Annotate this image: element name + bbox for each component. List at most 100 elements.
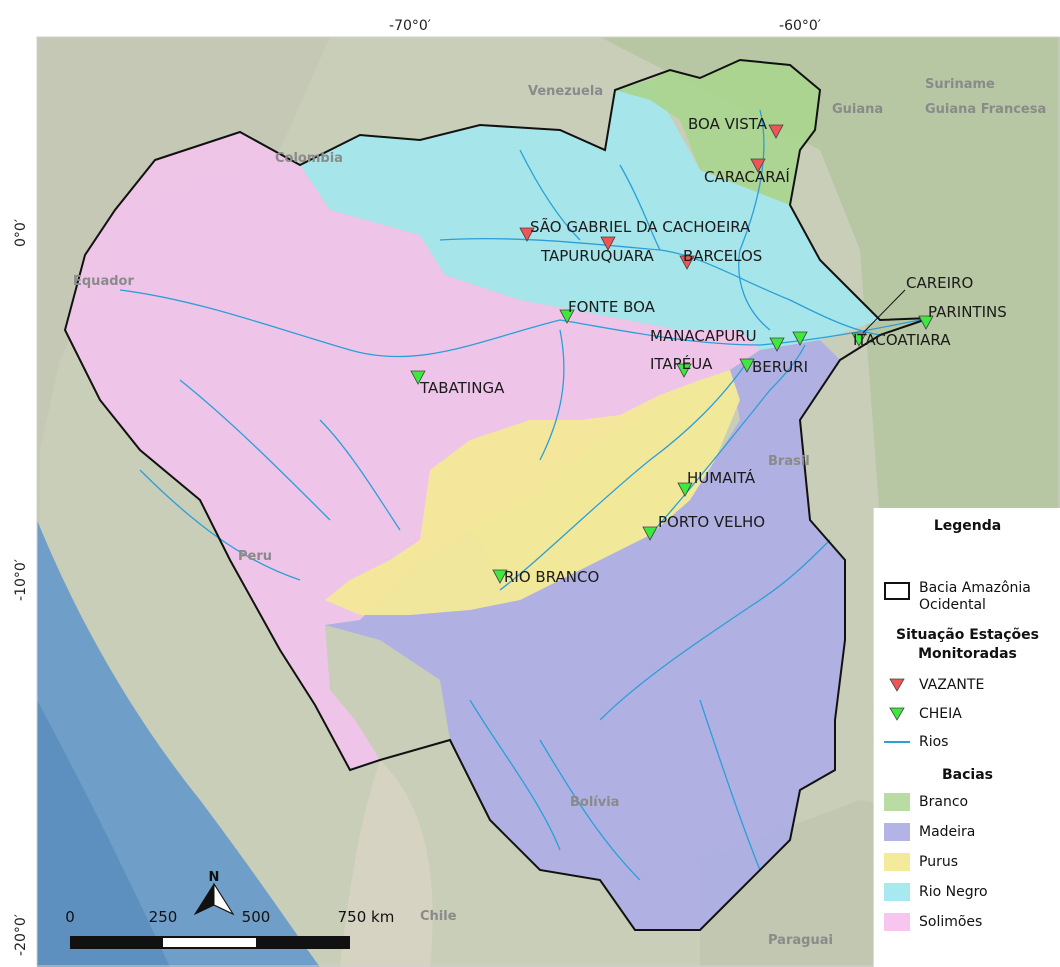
station-caracarai[interactable] (750, 158, 766, 173)
legend-cheia-label: CHEIA (919, 706, 962, 722)
country-label: Guiana (832, 102, 883, 117)
station-label: TAPURUQUARA (540, 247, 655, 265)
legend-basin-label: Rio Negro (919, 884, 988, 900)
legend-basin-label: Purus (919, 854, 958, 870)
station-label: ITACOATIARA (853, 331, 951, 349)
station-tabatinga[interactable] (410, 370, 426, 385)
station-label: MANACAPURU (650, 327, 757, 345)
station-label: ITAPÉUA (650, 354, 713, 373)
station-label: BARCELOS (683, 247, 762, 265)
legend-panel: Legenda Bacia Amazônia Ocidental Situaçã… (873, 508, 1060, 967)
legend-basin-label: Madeira (919, 824, 976, 840)
station-label: BERURI (752, 358, 808, 376)
station-itapeua[interactable] (676, 363, 692, 378)
station-label: PORTO VELHO (658, 513, 765, 531)
y-tick-label: -10°0′ (13, 559, 29, 601)
stations: BOA VISTA CARACARAÍ SÃO GABRIEL DA CACHO… (410, 115, 1007, 586)
y-tick-label: 0°0′ (13, 219, 29, 247)
country-label: Paraguai (768, 933, 833, 948)
basins (65, 60, 880, 930)
legend-stations-title: Situação Estações Monitoradas (895, 627, 1039, 662)
legend-basin-label: Solimões (919, 914, 983, 930)
country-label: Bolívia (570, 795, 619, 810)
country-label: Chile (420, 909, 457, 924)
country-label: Guiana Francesa (925, 102, 1046, 117)
station-label: CAREIRO (906, 274, 973, 292)
station-label: RIO BRANCO (504, 568, 599, 586)
careiro-leader-line (857, 289, 906, 339)
scale-label: 0 (65, 908, 75, 926)
river-line-icon (884, 741, 910, 743)
legend-title: Legenda (933, 518, 1002, 534)
station-fonte-boa[interactable] (559, 309, 575, 324)
vazante-triangle-icon (889, 678, 905, 692)
map-frame (36, 36, 1060, 967)
station-manacapuru-2[interactable] (769, 337, 785, 352)
x-tick-label: -60°0′ (779, 18, 821, 34)
legend-basin-item: Purus (884, 853, 958, 871)
station-label: BOA VISTA (688, 115, 768, 133)
scale-label: 500 (242, 908, 271, 926)
country-label: Suriname (925, 77, 995, 92)
basin-swatch (884, 793, 910, 811)
scale-bar: 0 250 500 750 km (65, 908, 394, 949)
legend-basin-item: Madeira (884, 823, 975, 841)
station-label: HUMAITÁ (687, 468, 756, 487)
station-boa-vista[interactable] (768, 124, 784, 139)
basin-branco (615, 60, 820, 205)
basin-purus (325, 370, 740, 615)
basin-swatch (884, 883, 910, 901)
scale-label: 750 km (338, 908, 395, 926)
y-tick-label: -20°0′ (13, 914, 29, 956)
basin-solimoes (65, 132, 760, 770)
legend-boundary-item: Bacia Amazônia Ocidental (884, 580, 1049, 614)
station-beruri[interactable] (739, 358, 755, 373)
x-tick-label: -70°0′ (389, 18, 431, 34)
legend-vazante-item: VAZANTE (884, 676, 984, 694)
rivers (119, 109, 931, 881)
scale-label: 250 (149, 908, 178, 926)
legend-basins-title: Bacias (942, 767, 993, 783)
station-label: CARACARAÍ (704, 167, 790, 186)
country-label: Brasil (768, 454, 810, 469)
legend-basin-item: Rio Negro (884, 883, 988, 901)
station-label: FONTE BOA (568, 298, 656, 316)
basin-swatch (884, 853, 910, 871)
station-label: SÃO GABRIEL DA CACHOEIRA (530, 217, 751, 236)
graticule-labels: -70°0′ -60°0′ 0°0′ -10°0′ -20°0′ (13, 18, 821, 956)
station-careiro[interactable] (851, 332, 867, 347)
north-arrow-label: N (209, 870, 220, 885)
station-label: PARINTINS (928, 303, 1007, 321)
station-rio-branco[interactable] (492, 569, 508, 584)
station-parintins[interactable] (918, 315, 934, 330)
legend-cheia-item: CHEIA (884, 705, 962, 723)
country-labels: Venezuela Guiana Suriname Guiana Frances… (73, 77, 1046, 948)
country-label: Equador (73, 274, 134, 289)
legend-boundary-label: Bacia Amazônia Ocidental (919, 580, 1031, 613)
basin-boundary (63, 58, 931, 931)
legend-rivers-label: Rios (919, 734, 949, 750)
legend-basin-item: Solimões (884, 913, 982, 931)
basin-rio-negro (300, 80, 880, 350)
north-arrow: N (193, 870, 235, 916)
legend-basin-label: Branco (919, 794, 969, 810)
legend-vazante-label: VAZANTE (919, 677, 985, 693)
legend-rivers-item: Rios (884, 733, 948, 751)
basin-madeira (325, 340, 845, 930)
legend-basin-item: Branco (884, 793, 968, 811)
country-label: Peru (238, 549, 272, 564)
station-label: TABATINGA (419, 379, 505, 397)
boundary-swatch (884, 582, 910, 600)
station-tapuruquara[interactable] (600, 236, 616, 251)
station-sao-gabriel[interactable] (519, 227, 535, 242)
country-label: Venezuela (528, 84, 603, 99)
station-barcelos[interactable] (679, 255, 695, 270)
station-manacapuru[interactable] (792, 331, 808, 346)
station-porto-velho[interactable] (642, 526, 658, 541)
cheia-triangle-icon (889, 707, 905, 721)
country-label: Colombia (275, 151, 343, 166)
basin-swatch (884, 823, 910, 841)
basin-swatch (884, 913, 910, 931)
station-humaita[interactable] (677, 482, 693, 497)
